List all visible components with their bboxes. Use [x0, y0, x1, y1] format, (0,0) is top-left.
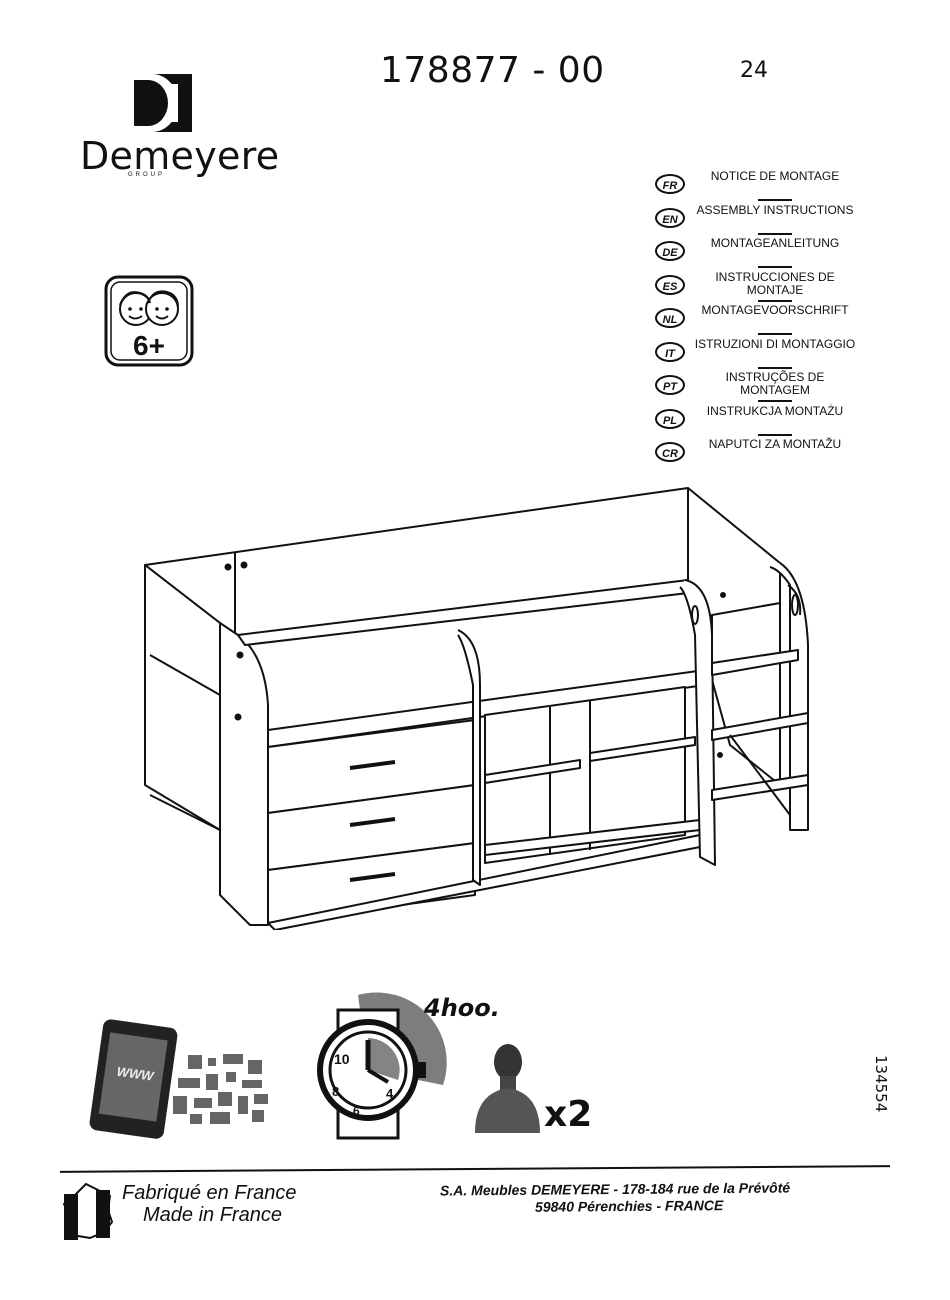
language-row-es: ES INSTRUCCIONES DE MONTAJE [650, 269, 870, 303]
language-separator [758, 333, 792, 335]
children-age-icon: 6+ [104, 275, 194, 367]
language-title: NAPUTCI ZA MONTAŽU [708, 437, 842, 451]
qr-code-icon [173, 1054, 268, 1124]
language-code-badge: IT [655, 341, 685, 362]
language-row-de: DE MONTAGEANLEITUNG [650, 235, 870, 269]
company-address-line2: 59840 Pérenchies - FRANCE [534, 1197, 724, 1215]
reference-code: 134554 [872, 1055, 890, 1113]
language-code-badge: PT [655, 375, 685, 395]
company-address-line1: S.A. Meubles DEMEYERE - 178-184 rue de l… [439, 1179, 791, 1199]
language-code-badge: ES [655, 274, 685, 295]
language-code-badge: EN [655, 207, 685, 228]
assembly-duration: 4hoo. [424, 994, 500, 1022]
page-number: 24 [740, 58, 768, 83]
language-code-badge: FR [655, 174, 685, 194]
brand-group-label: GROUP [128, 172, 166, 178]
france-map-icon [62, 1182, 114, 1240]
language-code-badge: DE [655, 241, 685, 261]
language-row-pt: PT INSTRUÇÕES DE MONTAGEM [650, 369, 870, 403]
language-code-badge: PL [655, 408, 685, 429]
language-row-cr: CR NAPUTCI ZA MONTAŽU [650, 436, 870, 470]
document-number: 178877 - 00 [380, 50, 605, 91]
svg-text:8: 8 [332, 1084, 339, 1099]
age-rating-label: 6+ [133, 330, 165, 361]
language-row-fr: FR NOTICE DE MONTAGE [650, 168, 870, 202]
phone-label: WWW [116, 1064, 156, 1084]
language-row-en: EN ASSEMBLY INSTRUCTIONS [650, 202, 870, 236]
demeyere-logo-icon [134, 74, 192, 132]
language-code-badge: NL [655, 308, 685, 328]
cabin-bed-illustration [144, 487, 809, 930]
language-title: MONTAGEANLEITUNG [710, 236, 840, 250]
watch-icon: 10 8 4 6 [317, 992, 447, 1140]
svg-text:10: 10 [334, 1051, 350, 1067]
language-row-it: IT ISTRUZIONI DI MONTAGGIO [650, 336, 870, 370]
language-title: ASSEMBLY INSTRUCTIONS [696, 202, 854, 217]
language-title: NOTICE DE MONTAGE [710, 169, 840, 183]
brand-name: Demeyere [80, 134, 280, 178]
made-in-france-en: Made in France [143, 1204, 282, 1226]
language-separator [758, 232, 792, 235]
language-separator [758, 199, 792, 201]
language-title: ISTRUZIONI DI MONTAGGIO [694, 336, 856, 351]
language-row-pl: PL INSTRUKCJA MONTAŻU [650, 403, 870, 437]
footer-divider [60, 1165, 890, 1173]
language-title: INSTRUKCJA MONTAŻU [706, 403, 844, 418]
language-title: INSTRUCCIONES DE MONTAJE [715, 269, 835, 297]
person-icon [475, 1044, 540, 1133]
svg-text:6: 6 [353, 1104, 360, 1118]
language-title: INSTRUÇÕES DE MONTAGEM [725, 370, 825, 397]
language-separator [758, 266, 792, 268]
language-separator [758, 366, 792, 369]
language-separator [758, 433, 792, 436]
language-row-nl: NL MONTAGEVOORSCHRIFT [650, 302, 870, 336]
language-separator [758, 400, 792, 402]
language-code-badge: CR [655, 442, 685, 462]
made-in-france-fr: Fabriqué en France [122, 1182, 297, 1204]
language-title: MONTAGEVOORSCHRIFT [701, 303, 849, 317]
svg-text:4: 4 [386, 1086, 394, 1101]
smartphone-icon: WWW [89, 1019, 178, 1139]
language-separator [758, 299, 792, 302]
people-count: x2 [544, 1094, 593, 1135]
